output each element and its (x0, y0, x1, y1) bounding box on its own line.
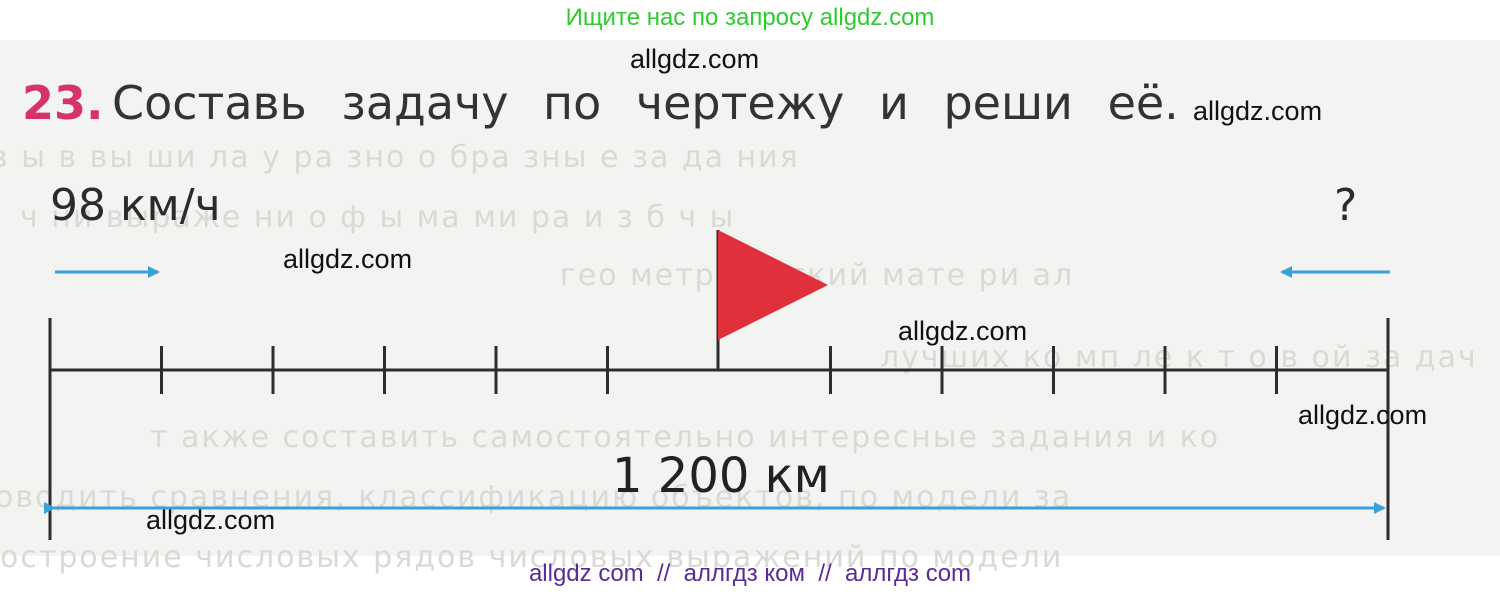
bleed-through-text: остроение числовых рядов числовых выраже… (0, 540, 1064, 575)
watermark: allgdz.com (898, 316, 1028, 346)
watermark: allgdz.com (1298, 400, 1428, 430)
search-banner[interactable]: Ищите нас по запросу allgdz.com (565, 4, 935, 31)
distance-label: 1 200 км (612, 448, 830, 504)
unknown-speed-label: ? (1334, 180, 1358, 231)
speed-label: 98 км/ч (50, 180, 221, 231)
watermark: allgdz.com (146, 505, 276, 535)
watermark: allgdz.com (283, 244, 413, 274)
bleed-through-text: ч ни выраже ни о ф ы ма ми ра и з б ч ы (20, 200, 736, 235)
watermark: allgdz.com (630, 44, 760, 74)
bleed-through-text: т акже составить самостоятельно интересн… (150, 420, 1221, 455)
flag-icon (718, 230, 828, 340)
bleed-through-text: в ы в вы ши ла у ра зно о бра зны е за д… (0, 140, 800, 175)
footer-banner[interactable]: allgdz com // аллгдз ком // аллгдз com (528, 560, 972, 587)
task-number: 23. (22, 76, 104, 130)
task-text: Составь задачу по чертежу и реши её. (112, 76, 1179, 130)
watermark: allgdz.com (1193, 96, 1323, 126)
